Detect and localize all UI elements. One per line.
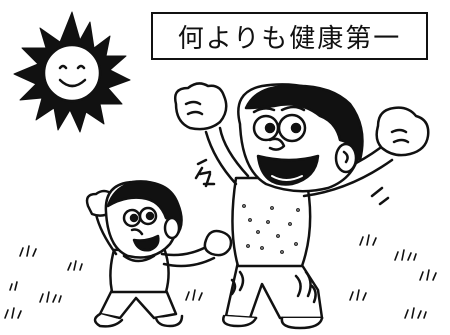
sun-icon	[13, 11, 131, 133]
caption-box: 何よりも健康第一	[151, 12, 428, 60]
grass-tufts	[4, 234, 437, 319]
child-figure	[85, 180, 233, 328]
father-figure	[174, 82, 430, 330]
caption-text: 何よりも健康第一	[177, 23, 402, 54]
